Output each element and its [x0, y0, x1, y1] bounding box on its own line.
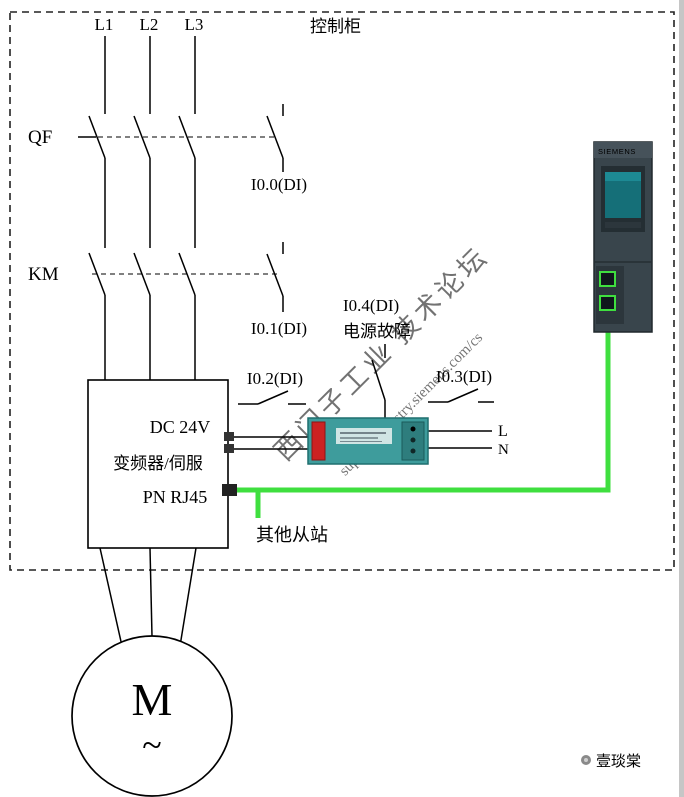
qf-blade — [88, 115, 106, 159]
drive-pn-port-label: PN RJ45 — [143, 487, 208, 507]
wire-segment — [99, 547, 123, 647]
km-aux-contact — [266, 242, 284, 312]
power-fault-input: I0.4(DI) 电源故障 — [343, 296, 411, 418]
cabinet-title: 控制柜 — [310, 17, 361, 36]
di-i02-label: I0.2(DI) — [247, 369, 303, 388]
km-label: KM — [28, 264, 59, 285]
motor: M ~ — [71, 635, 233, 797]
label-l3: L3 — [185, 15, 204, 34]
power-rails — [88, 36, 196, 380]
psu-dc-terminal-block — [311, 421, 326, 461]
power-supply-module — [307, 417, 429, 465]
l-terminal-label: L — [498, 423, 508, 440]
di-i03-contact: I0.3(DI) — [428, 367, 494, 403]
aux-blade — [266, 115, 284, 159]
motor-circle — [71, 635, 233, 797]
qf-aux-contact — [266, 104, 284, 172]
n-terminal-label: N — [498, 442, 509, 458]
drive-rj45-connector — [222, 484, 237, 496]
contact-blade — [447, 388, 479, 403]
di-i02-contact: I0.2(DI) — [238, 369, 306, 405]
plc-ethernet-port-1 — [599, 271, 616, 287]
psu-screw — [410, 437, 416, 443]
profinet-cable — [236, 310, 611, 518]
signature-name: 壹琰棠 — [596, 753, 641, 770]
psu-screw — [410, 426, 416, 432]
motor-feeders — [99, 547, 197, 647]
mains-wires: L N — [428, 423, 509, 458]
drive-dc-terminal — [224, 432, 234, 441]
wire-segment — [149, 547, 153, 637]
drive-dc-terminal — [224, 444, 234, 453]
qf-breaker: QF — [28, 127, 277, 148]
plc-brand-label: SIEMENS — [598, 147, 636, 156]
drive-name-label: 变频器/伺服 — [113, 454, 203, 473]
seal-inner — [584, 758, 588, 762]
other-slaves-label: 其他从站 — [256, 525, 328, 545]
drive-outline — [87, 379, 229, 549]
power-fault-label: 电源故障 — [343, 322, 411, 341]
qf-label: QF — [28, 127, 52, 148]
page-edge-band — [679, 0, 684, 797]
seal-icon — [581, 755, 591, 765]
motor-letter: M — [132, 674, 173, 725]
di-i01-label: I0.1(DI) — [251, 319, 307, 338]
di-i03-label: I0.3(DI) — [436, 367, 492, 386]
plc-module: SIEMENS — [593, 141, 653, 333]
qf-blade — [178, 115, 196, 159]
contact-blade — [257, 390, 289, 405]
contact-blade — [371, 359, 386, 401]
cable-plc-to-drive — [236, 310, 611, 493]
label-l1: L1 — [95, 15, 114, 34]
control-cabinet-border — [9, 11, 675, 571]
plc-ethernet-port-2 — [599, 295, 616, 311]
plc-keypad — [605, 222, 641, 228]
plc-screen-header — [605, 172, 641, 181]
qf-blade — [133, 115, 151, 159]
drive-box: DC 24V 变频器/伺服 PN RJ45 — [87, 379, 237, 549]
signature: 壹琰棠 — [581, 753, 641, 770]
label-l2: L2 — [140, 15, 159, 34]
plc-top-band — [594, 142, 652, 158]
aux-blade — [266, 253, 284, 297]
drive-dc24v-label: DC 24V — [150, 417, 211, 437]
di-i00-label: I0.0(DI) — [251, 175, 307, 194]
di-i04-label: I0.4(DI) — [343, 296, 399, 315]
psu-screw — [410, 448, 416, 454]
motor-ac-symbol: ~ — [142, 725, 161, 765]
wire-segment — [179, 547, 197, 647]
dc24v-wires — [234, 436, 308, 450]
km-contactor: KM — [28, 264, 277, 285]
phase-labels: L1 L2 L3 — [95, 15, 204, 34]
psu-rating-sticker — [336, 428, 392, 444]
